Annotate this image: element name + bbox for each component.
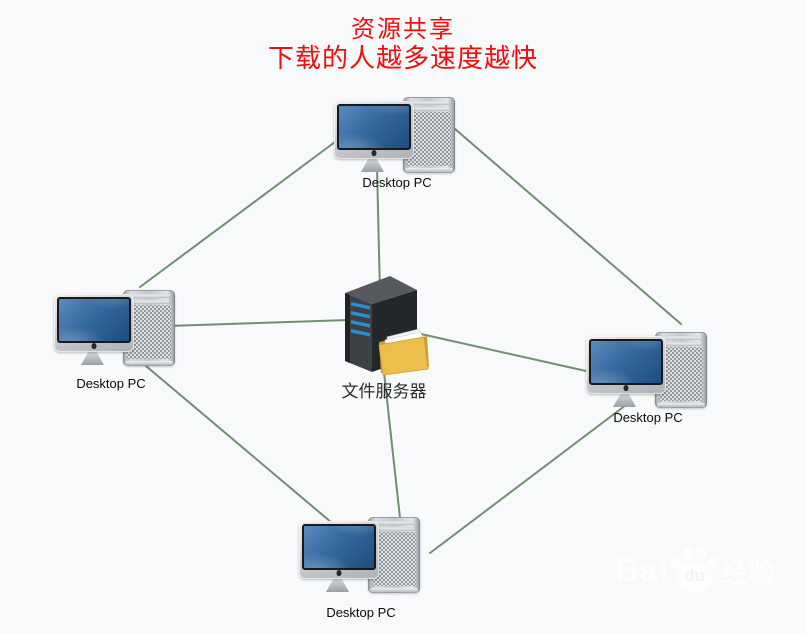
imac-monitor xyxy=(586,336,666,394)
edge-server-pc-bottom xyxy=(381,353,401,519)
monitor-stand xyxy=(326,578,349,592)
pc-left xyxy=(54,288,178,368)
baidu-jingyan-watermark: Bai du 经验 jingyan.baidu.com xyxy=(608,546,801,618)
monitor-screen xyxy=(337,104,411,150)
imac-monitor xyxy=(54,294,134,352)
monitor-screen xyxy=(589,339,663,385)
pc-top-label: Desktop PC xyxy=(362,175,432,190)
imac-monitor xyxy=(299,521,379,579)
watermark-logo: Bai du 经验 xyxy=(608,546,784,594)
server-label: 文件服务器 xyxy=(341,382,427,402)
pc-right-label: Desktop PC xyxy=(613,410,683,425)
diagram-title: 资源共享 下载的人越多速度越快 xyxy=(0,14,806,75)
edge-pc-top-pc-right xyxy=(454,128,682,325)
apple-logo-icon xyxy=(91,343,97,349)
shared-folder-icon xyxy=(378,328,429,376)
monitor-stand xyxy=(613,393,636,407)
watermark-url: jingyan.baidu.com xyxy=(608,595,801,617)
watermark-jingyan-text: 经验 xyxy=(720,557,777,588)
title-line-2: 下载的人越多速度越快 xyxy=(267,44,538,74)
monitor-screen xyxy=(57,297,131,343)
server-tower-icon xyxy=(345,276,429,376)
monitor-stand xyxy=(361,158,384,172)
pc-right xyxy=(586,330,710,410)
pc-top xyxy=(334,95,458,175)
pc-bottom-label: Desktop PC xyxy=(326,605,396,620)
monitor-stand xyxy=(81,351,104,365)
apple-logo-icon xyxy=(623,385,629,391)
pc-bottom xyxy=(299,515,423,595)
baidu-paw-icon: du xyxy=(671,546,719,594)
title-line-1: 资源共享 xyxy=(351,15,455,43)
edge-pc-right-pc-bottom xyxy=(429,404,627,554)
server xyxy=(342,266,434,378)
computer-tower xyxy=(368,517,420,593)
edge-pc-top-server xyxy=(376,166,381,295)
pc-left-label: Desktop PC xyxy=(76,376,146,391)
watermark-bai-text: Bai xyxy=(615,551,669,588)
computer-tower xyxy=(403,97,455,173)
apple-logo-icon xyxy=(371,150,377,156)
watermark-du-text: du xyxy=(684,565,705,585)
edge-pc-left-pc-bottom xyxy=(145,365,339,529)
apple-logo-icon xyxy=(336,570,342,576)
edge-server-pc-right xyxy=(411,331,596,374)
imac-monitor xyxy=(334,101,414,159)
edge-pc-top-pc-left xyxy=(139,135,344,288)
edge-pc-left-server xyxy=(166,319,350,327)
monitor-screen xyxy=(302,524,376,570)
